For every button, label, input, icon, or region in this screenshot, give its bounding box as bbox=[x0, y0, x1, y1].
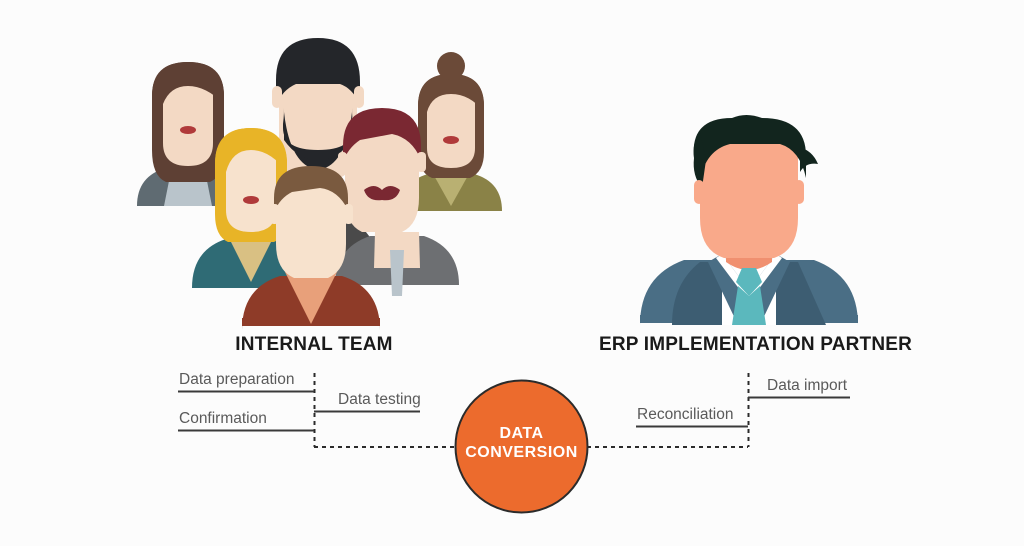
avatar-bun-woman bbox=[400, 52, 502, 211]
connector-lines bbox=[178, 373, 850, 448]
step-label-reconciliation: Reconciliation bbox=[637, 406, 734, 423]
avatar-mustache-man bbox=[335, 108, 459, 296]
data-conversion-node[interactable] bbox=[454, 379, 589, 514]
internal-team-title: INTERNAL TEAM bbox=[235, 334, 393, 355]
step-label-data-preparation: Data preparation bbox=[179, 371, 295, 388]
erp-partner-illustration bbox=[640, 115, 858, 325]
erp-partner-title: ERP IMPLEMENTATION PARTNER bbox=[599, 334, 913, 355]
data-conversion-label: DATA CONVERSION bbox=[455, 424, 588, 462]
avatar-front-man bbox=[242, 166, 380, 330]
data-conversion-label-line2: CONVERSION bbox=[465, 444, 578, 461]
step-label-confirmation: Confirmation bbox=[179, 410, 267, 427]
step-label-data-testing: Data testing bbox=[338, 391, 421, 408]
data-conversion-label-line1: DATA bbox=[499, 425, 544, 442]
avatar-brunette-woman bbox=[137, 62, 239, 206]
step-label-data-import: Data import bbox=[767, 377, 848, 394]
internal-team-illustration bbox=[137, 38, 502, 330]
